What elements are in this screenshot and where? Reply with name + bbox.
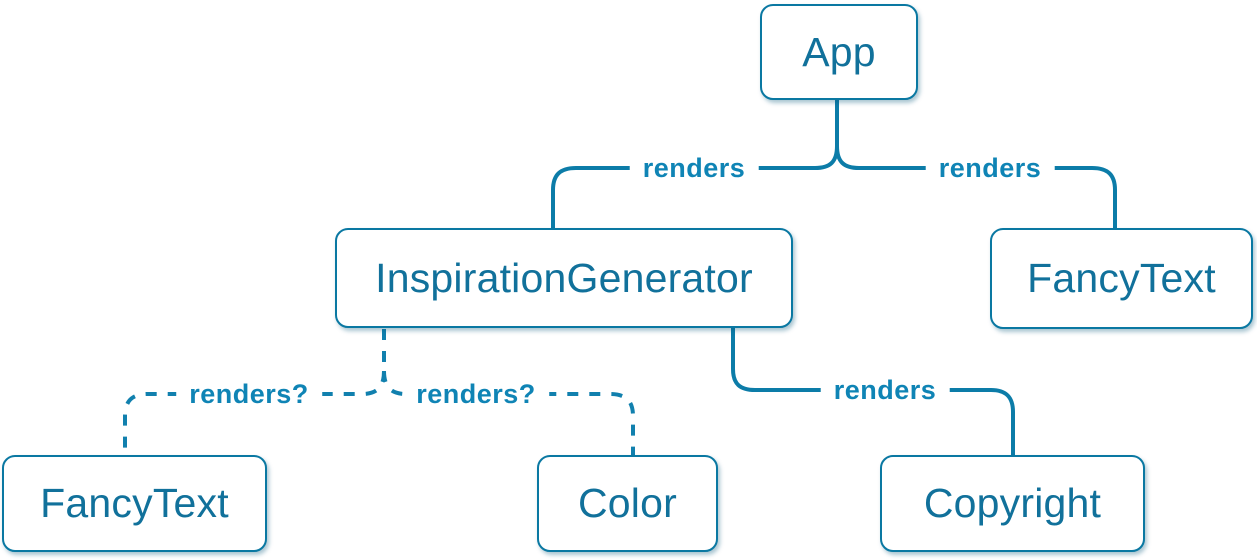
edge-label-renders-copyright: renders xyxy=(820,373,950,407)
node-app: App xyxy=(760,4,918,100)
node-color: Color xyxy=(537,455,718,552)
node-copyright: Copyright xyxy=(880,455,1145,552)
edge-label-renders-left: renders xyxy=(629,151,759,185)
edge-inspiration-generator-to-fancy-text xyxy=(123,370,386,455)
edge-inspiration-generator-to-color xyxy=(382,370,635,455)
edge-app-to-fancy-text xyxy=(835,145,1117,228)
node-color-label: Color xyxy=(578,480,677,526)
edge-label-renders-right: renders xyxy=(925,151,1055,185)
node-copyright-label: Copyright xyxy=(923,480,1102,526)
edge-app-to-inspiration-generator xyxy=(551,145,839,228)
node-fancy-text-bottom-label: FancyText xyxy=(40,480,229,526)
node-fancy-text-top: FancyText xyxy=(990,228,1253,329)
node-app-label: App xyxy=(802,28,876,75)
node-inspiration-generator: InspirationGenerator xyxy=(335,228,793,328)
node-inspiration-generator-label: InspirationGenerator xyxy=(375,254,753,301)
node-fancy-text-top-label: FancyText xyxy=(1027,255,1216,301)
node-fancy-text-bottom: FancyText xyxy=(2,455,267,552)
edge-label-renders-question-left: renders? xyxy=(176,377,322,411)
edge-label-renders-question-right: renders? xyxy=(403,377,549,411)
